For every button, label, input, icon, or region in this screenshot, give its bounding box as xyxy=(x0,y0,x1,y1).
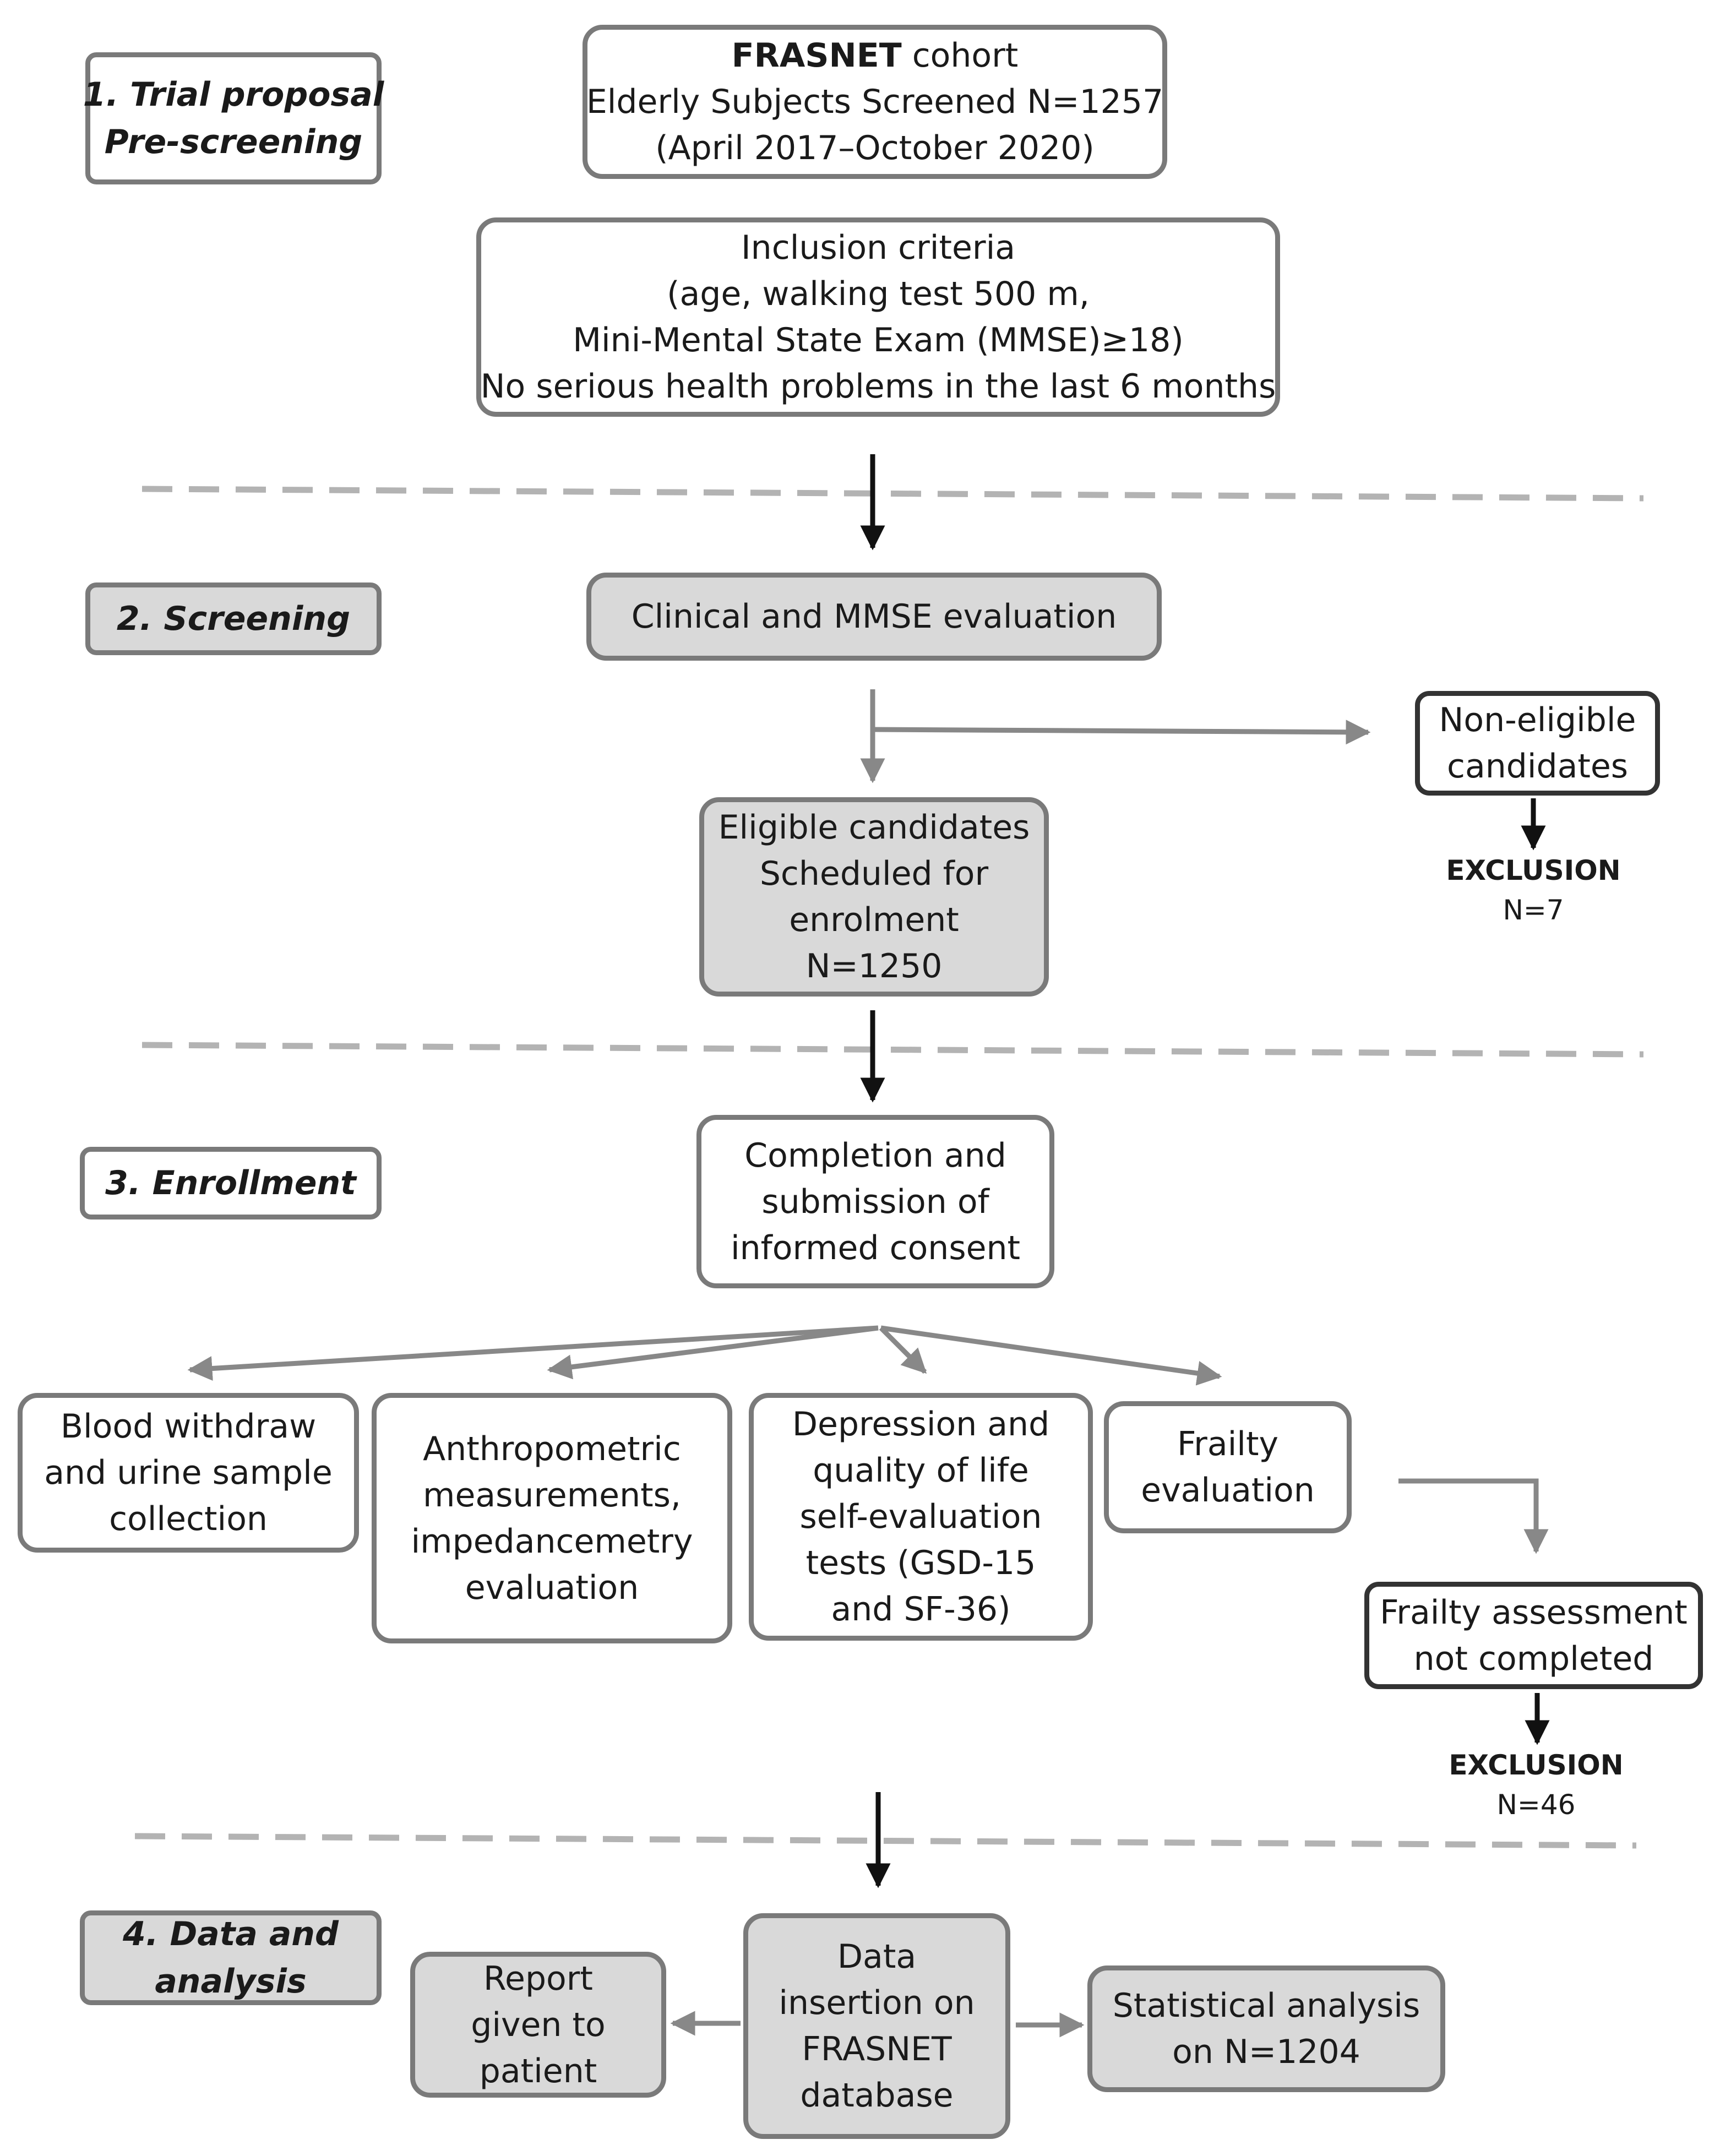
box-frasnet-cohort: FRASNET cohort Elderly Subjects Screened… xyxy=(583,25,1167,179)
box-text-line: Blood withdraw xyxy=(60,1407,317,1446)
box-text-line: (April 2017–October 2020) xyxy=(655,129,1095,167)
stage-trial-proposal: 1. Trial proposal Pre-screening xyxy=(83,52,384,184)
box-blood-urine: Blood withdraw and urine sample collecti… xyxy=(18,1393,359,1553)
divider-2 xyxy=(141,1042,1644,1058)
box-text-line: not completed xyxy=(1413,1639,1654,1678)
box-text-line: (age, walking test 500 m, xyxy=(667,275,1090,313)
box-text-line: Scheduled for xyxy=(759,854,989,893)
box-statistical-analysis: Statistical analysis on N=1204 xyxy=(1087,1966,1445,2092)
box-text-line: Depression and xyxy=(792,1405,1050,1444)
box-text-line: Mini-Mental State Exam (MMSE)≥18) xyxy=(573,321,1184,360)
cohort-title: FRASNET cohort xyxy=(732,32,1019,79)
box-text-line: evaluation xyxy=(1141,1471,1315,1510)
box-text-line: given to xyxy=(471,2005,606,2044)
box-text-line: measurements, xyxy=(423,1476,681,1515)
box-text-line: collection xyxy=(109,1500,268,1538)
box-text-line: FRASNET xyxy=(802,2030,952,2068)
cohort-title-bold: FRASNET xyxy=(731,36,902,75)
arrow-to-depression xyxy=(879,1326,927,1374)
divider-3 xyxy=(134,1833,1637,1849)
box-eligible-candidates: Eligible candidates Scheduled for enrolm… xyxy=(699,797,1049,997)
box-depression-quality-of-life: Depression and quality of life self-eval… xyxy=(749,1393,1093,1641)
stage-label-line: 2. Screening xyxy=(116,600,351,638)
box-text-line: candidates xyxy=(1446,747,1629,786)
cohort-title-rest: cohort xyxy=(901,36,1019,75)
box-data-insertion: Data insertion on FRASNET database xyxy=(743,1913,1010,2139)
box-text-line: No serious health problems in the last 6… xyxy=(480,367,1276,406)
stage-data-analysis: 4. Data and analysis xyxy=(80,1910,382,2005)
stage-enrollment: 3. Enrollment xyxy=(80,1147,382,1219)
box-text-line: Clinical and MMSE evaluation xyxy=(631,597,1117,636)
exclusion-count: N=46 xyxy=(1496,1789,1576,1821)
box-text-line: Anthropometric xyxy=(423,1429,681,1468)
exclusion-count: N=7 xyxy=(1503,894,1564,926)
box-text-line: evaluation xyxy=(465,1568,639,1607)
box-text-line: Eligible candidates xyxy=(718,808,1030,847)
box-non-eligible: Non-eligible candidates xyxy=(1415,691,1660,796)
exclusion-1: EXCLUSION N=7 xyxy=(1423,851,1643,930)
box-report-to-patient: Report given to patient xyxy=(410,1952,666,2098)
box-anthropometric: Anthropometric measurements, impedanceme… xyxy=(372,1393,732,1643)
box-informed-consent: Completion and submission of informed co… xyxy=(696,1115,1054,1288)
box-text-line: Inclusion criteria xyxy=(741,228,1016,267)
box-text-line: and urine sample xyxy=(44,1453,333,1492)
box-inclusion-criteria: Inclusion criteria (age, walking test 50… xyxy=(476,217,1280,417)
arrow-to-frailty-not-completed xyxy=(1398,1478,1549,1554)
stage-screening: 2. Screening xyxy=(85,582,382,655)
box-text-line: N=1250 xyxy=(805,947,943,986)
box-text-line: patient xyxy=(479,2051,597,2090)
box-frailty-evaluation: Frailty evaluation xyxy=(1104,1401,1352,1533)
box-text-line: Elderly Subjects Screened N=1257 xyxy=(586,83,1164,121)
box-text-line: impedancemetry xyxy=(411,1522,693,1561)
box-text-line: database xyxy=(800,2076,954,2115)
divider-1 xyxy=(141,486,1644,502)
exclusion-label: EXCLUSION xyxy=(1446,854,1621,886)
box-frailty-not-completed: Frailty assessment not completed xyxy=(1364,1582,1703,1689)
box-text-line: insertion on xyxy=(779,1984,975,2022)
arrow-to-non-eligible xyxy=(872,720,1371,745)
box-text-line: and SF-36) xyxy=(831,1590,1011,1629)
box-text-line: Data xyxy=(837,1937,917,1976)
box-clinical-mmse: Clinical and MMSE evaluation xyxy=(586,573,1162,661)
stage-label-line: 4. Data and xyxy=(123,1915,339,1953)
exclusion-2: EXCLUSION N=46 xyxy=(1426,1745,1646,1825)
box-text-line: Completion and xyxy=(744,1136,1006,1175)
arrow-to-anthro xyxy=(547,1325,879,1380)
box-text-line: Non-eligible xyxy=(1439,701,1636,739)
exclusion-label: EXCLUSION xyxy=(1449,1749,1624,1781)
arrow-to-blood xyxy=(187,1325,879,1381)
box-text-line: quality of life xyxy=(813,1451,1029,1490)
stage-label-line: 3. Enrollment xyxy=(105,1164,356,1202)
stage-label-line: 1. Trial proposal xyxy=(83,75,384,114)
box-text-line: informed consent xyxy=(730,1228,1021,1267)
box-text-line: Frailty assessment xyxy=(1380,1593,1688,1632)
arrow-to-frailty xyxy=(880,1325,1222,1386)
box-text-line: tests (GSD-15 xyxy=(805,1544,1036,1582)
box-text-line: Frailty xyxy=(1177,1425,1278,1463)
box-text-line: submission of xyxy=(761,1182,989,1221)
box-text-line: Report xyxy=(483,1959,593,1998)
stage-label-line: Pre-screening xyxy=(104,123,363,161)
box-text-line: enrolment xyxy=(789,901,959,939)
box-text-line: on N=1204 xyxy=(1172,2033,1360,2071)
box-text-line: Statistical analysis xyxy=(1112,1986,1420,2025)
stage-label-line: analysis xyxy=(155,1962,307,2001)
box-text-line: self-evaluation xyxy=(799,1498,1042,1536)
